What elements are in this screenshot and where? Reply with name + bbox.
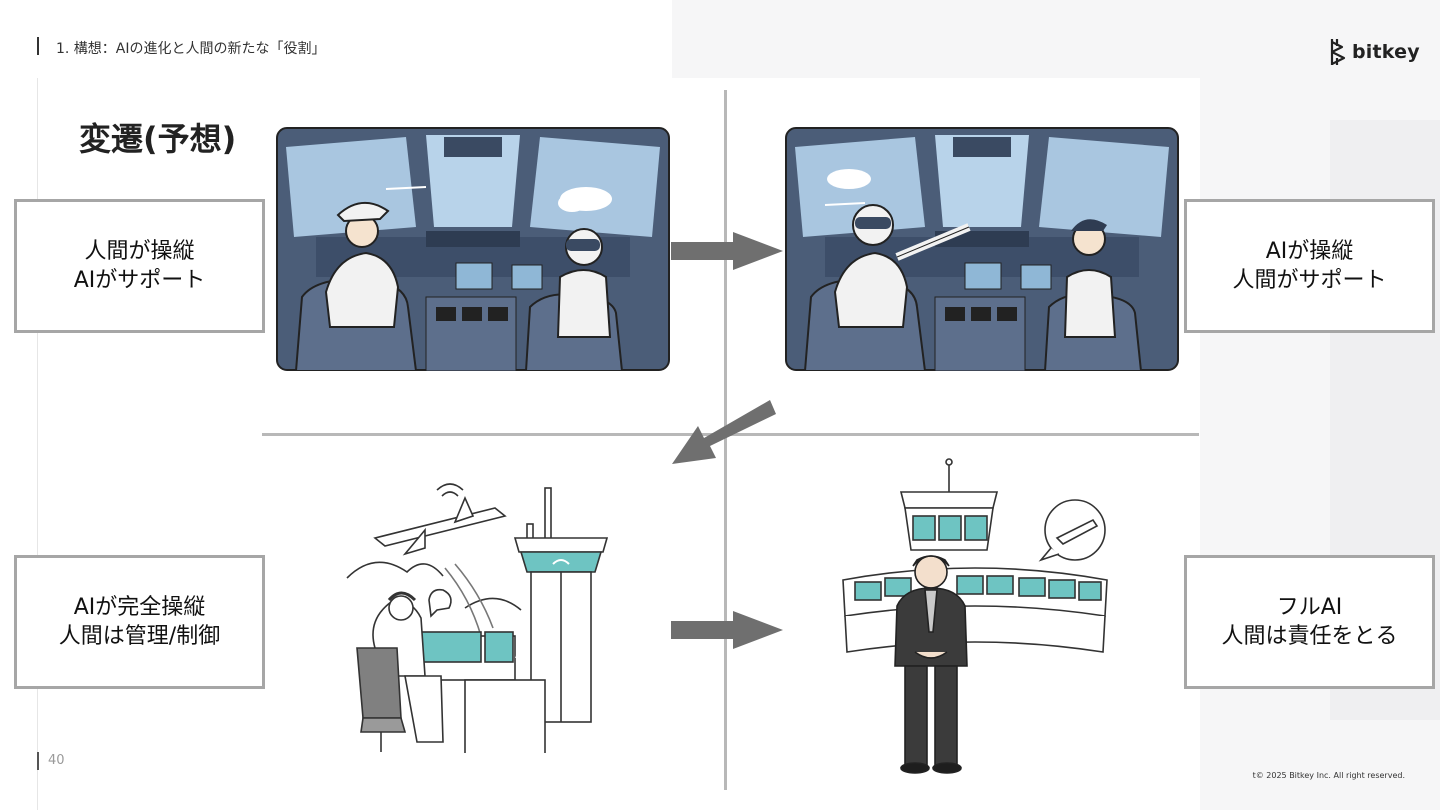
stage-2-line2: 人間がサポート — [1232, 266, 1386, 295]
stage-4-box: フルAI 人間は責任をとる — [1184, 555, 1435, 689]
stage-2-line1: AIが操縦 — [1266, 237, 1354, 266]
page-number-marker — [37, 752, 39, 770]
arrow-right-icon — [671, 232, 783, 270]
screen-ai-label: AI — [515, 647, 527, 661]
stage-4-line2: 人間は責任をとる — [1221, 622, 1397, 651]
illustration-human-pilot — [276, 127, 670, 371]
illustration-ai-full-control: AI — [345, 468, 615, 753]
logo-text: bitkey — [1352, 41, 1420, 63]
stage-1-line1: 人間が操縦 — [84, 237, 194, 266]
left-rule — [37, 78, 38, 810]
stage-1-line2: AIがサポート — [74, 266, 206, 295]
stage-3-line1: AIが完全操縦 — [74, 593, 206, 622]
logo-icon — [1328, 37, 1350, 67]
stage-4-line1: フルAI — [1277, 593, 1343, 622]
page-number: 40 — [48, 753, 65, 768]
arrow-right-icon — [671, 611, 783, 649]
stage-3-box: AIが完全操縦 人間は管理/制御 — [14, 555, 265, 689]
arrow-down-left-icon — [670, 400, 776, 466]
stage-3-line2: 人間は管理/制御 — [59, 622, 220, 651]
breadcrumb: 1. 構想：AIの進化と人間の新たな「役割」 — [56, 38, 326, 58]
bitkey-logo: bitkey — [1328, 37, 1420, 67]
breadcrumb-marker — [37, 37, 39, 55]
illustration-ai-pilot — [785, 127, 1179, 371]
stage-2-box: AIが操縦 人間がサポート — [1184, 199, 1435, 333]
page-title: 変遷(予想) — [79, 114, 236, 160]
stage-1-box: 人間が操縦 AIがサポート — [14, 199, 265, 333]
illustration-human-responsible — [835, 456, 1125, 778]
copyright: t© 2025 Bitkey Inc. All right reserved. — [1200, 771, 1405, 780]
